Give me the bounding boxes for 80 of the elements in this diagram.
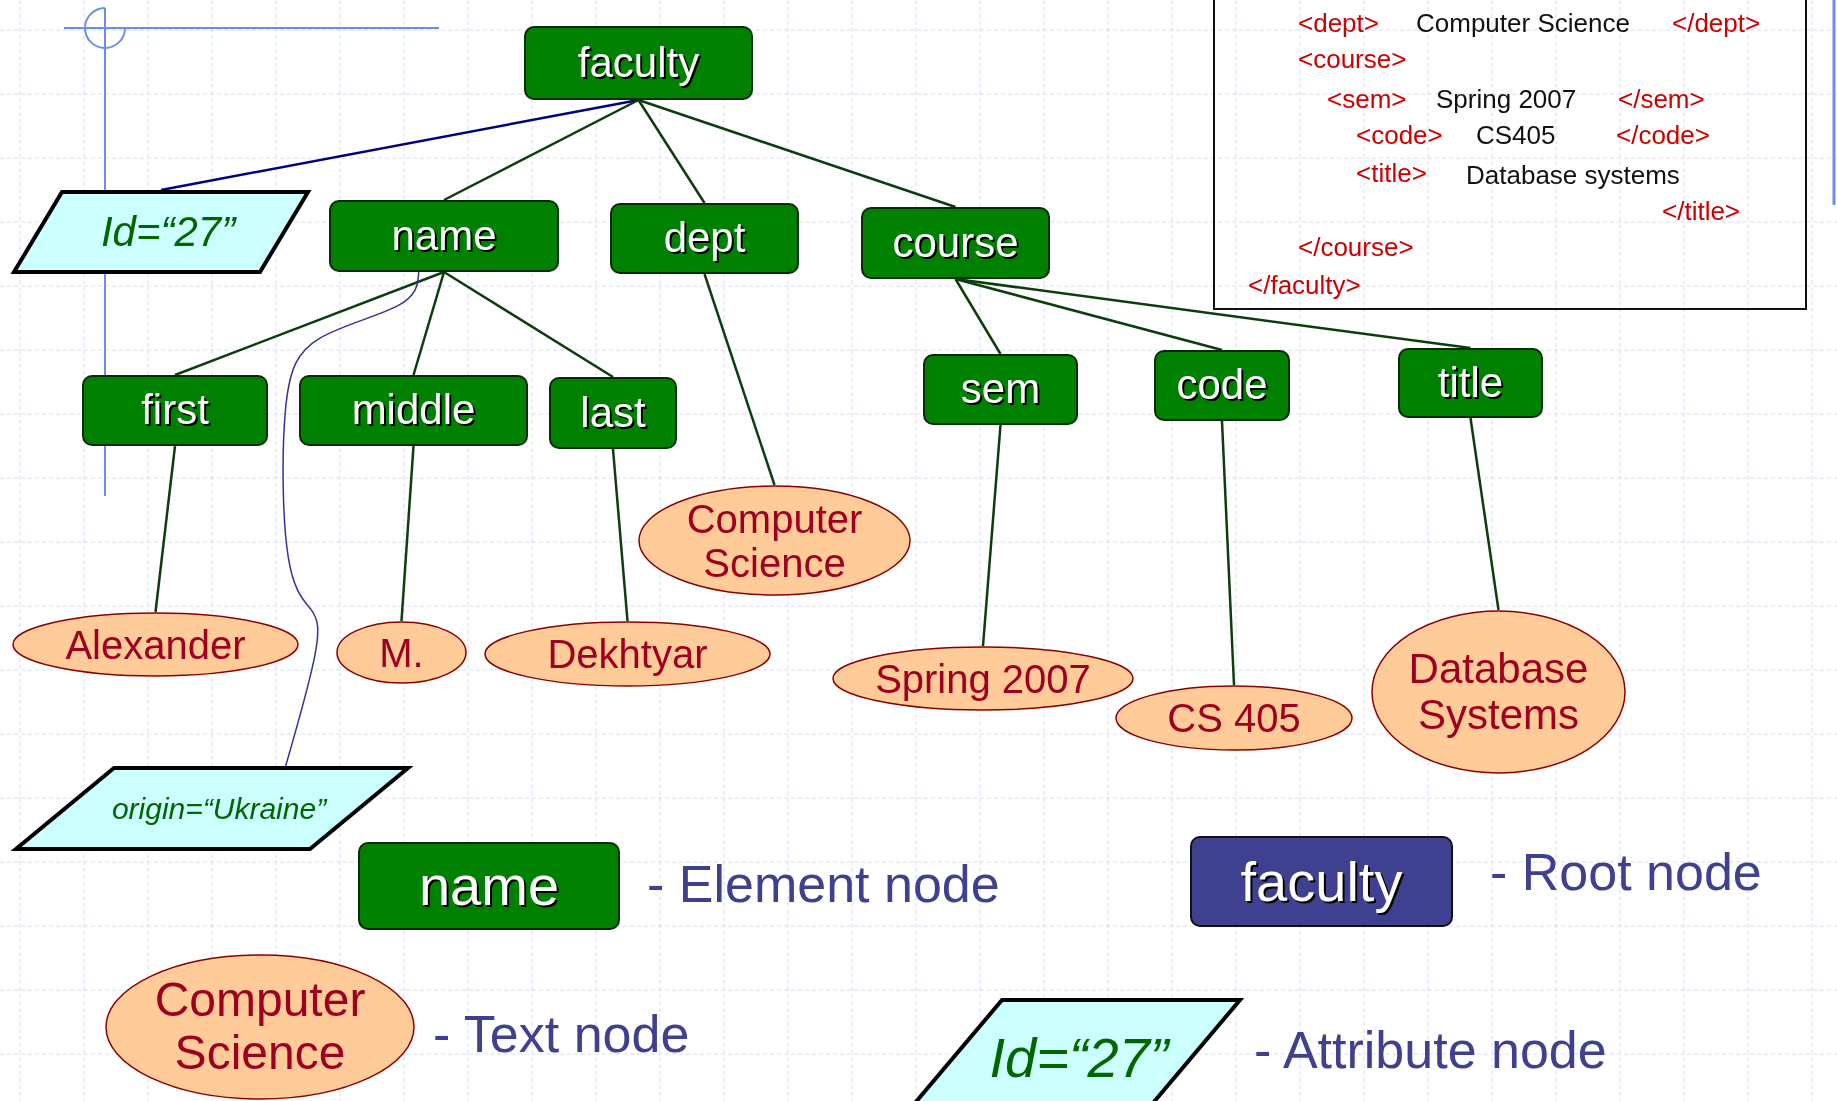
connector-line xyxy=(955,277,1223,352)
xml-tag: </course> xyxy=(1298,234,1414,260)
legend-text: - Element node xyxy=(647,858,1000,910)
xml-tag: <course> xyxy=(1298,46,1407,72)
node-label: Alexander xyxy=(65,622,246,667)
node-label: last xyxy=(580,389,646,437)
connector-line xyxy=(1220,420,1236,686)
element-node-box xyxy=(923,354,1078,425)
element-node-box xyxy=(524,26,753,100)
connector-line xyxy=(154,445,177,613)
node-label: name xyxy=(391,212,497,260)
element-node-box xyxy=(329,200,559,272)
connector-line xyxy=(703,273,776,486)
node-label: Dekhtyar xyxy=(547,632,708,676)
node-label: Id=“27” xyxy=(988,1027,1169,1089)
node-label: Computer Science xyxy=(153,974,367,1080)
text-node-ellipse xyxy=(832,646,1134,711)
xml-tag: </dept> xyxy=(1672,10,1761,36)
node-label: Computer Science xyxy=(685,496,864,585)
node-label: dept xyxy=(663,215,746,262)
element-node-box xyxy=(1398,348,1543,418)
xml-content: Spring 2007 xyxy=(1436,86,1577,112)
xml-tag: <code> xyxy=(1356,122,1443,148)
text-node-ellipse xyxy=(484,621,771,687)
legend-text: - Attribute node xyxy=(1254,1024,1607,1076)
legend-text: - Root node xyxy=(1490,846,1762,898)
text-node-ellipse xyxy=(105,954,415,1100)
xml-content: Database systems xyxy=(1466,162,1680,188)
node-label: middle xyxy=(351,387,476,434)
node-label: CS 405 xyxy=(1167,696,1301,740)
node-label: Spring 2007 xyxy=(875,656,1091,701)
connector-line xyxy=(443,98,640,202)
connector-line xyxy=(400,445,415,622)
node-label: sem xyxy=(960,366,1041,413)
xml-tag: <sem> xyxy=(1327,86,1407,112)
element-node-box xyxy=(1154,350,1290,421)
connector-line xyxy=(638,98,956,209)
element-node-box xyxy=(610,203,799,274)
xml-tag: </code> xyxy=(1616,122,1710,148)
node-label: first xyxy=(141,387,209,434)
node-label: Database Systems xyxy=(1407,645,1590,739)
text-node-ellipse xyxy=(12,612,299,677)
node-label: course xyxy=(892,219,1019,267)
element-node-box xyxy=(82,375,268,446)
connector-line xyxy=(412,271,446,376)
connector-line xyxy=(282,271,420,767)
node-label: code xyxy=(1176,362,1268,409)
text-node-ellipse xyxy=(1371,610,1626,774)
element-node-box xyxy=(861,207,1050,279)
text-node-ellipse xyxy=(1115,685,1353,751)
connector-line xyxy=(1469,417,1500,611)
xml-tag: </title> xyxy=(1662,198,1741,224)
node-label: faculty xyxy=(1240,850,1403,913)
xml-tag: <dept> xyxy=(1298,10,1379,36)
node-label: faculty xyxy=(577,39,700,87)
text-node-ellipse xyxy=(336,621,467,684)
node-label: M. xyxy=(379,630,424,675)
attribute-node-parallelogram xyxy=(12,190,310,274)
connector-line xyxy=(443,270,614,379)
element-node-box xyxy=(299,375,528,446)
xml-content: Computer Science xyxy=(1416,10,1630,36)
element-node-box xyxy=(358,842,620,930)
connector-line xyxy=(981,424,1002,647)
xml-tag: <title> xyxy=(1356,160,1427,186)
node-label: origin=“Ukraine” xyxy=(110,792,327,825)
element-node-box xyxy=(549,377,677,449)
xml-tag: </sem> xyxy=(1618,86,1705,112)
node-label: title xyxy=(1437,359,1504,407)
connector-line xyxy=(174,270,445,377)
node-label: Id=“27” xyxy=(99,208,236,256)
node-label: name xyxy=(418,855,560,917)
text-node-ellipse xyxy=(638,485,911,596)
connector-line xyxy=(611,448,629,622)
connector-line xyxy=(954,278,1002,355)
xml-tag: </faculty> xyxy=(1248,272,1361,298)
xml-code-panel xyxy=(1213,0,1807,310)
connector-line xyxy=(637,99,706,204)
root-node-box xyxy=(1190,836,1453,927)
xml-content: CS405 xyxy=(1476,122,1556,148)
legend-text: - Text node xyxy=(433,1008,690,1060)
